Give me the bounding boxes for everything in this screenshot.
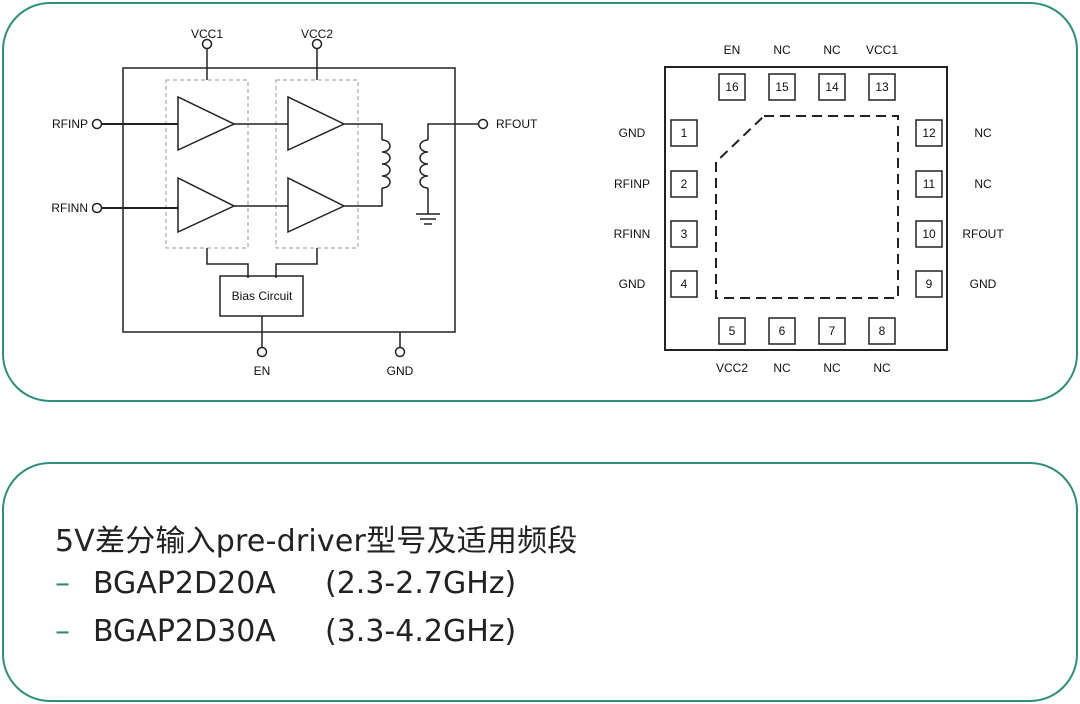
en-pin — [256, 346, 268, 358]
pin-name: NC — [974, 126, 992, 140]
pin-number: 13 — [875, 80, 889, 94]
rfinn-pin — [91, 202, 103, 214]
amp-2n — [287, 176, 346, 234]
pin-number: 14 — [825, 80, 839, 94]
pin-name: NC — [773, 361, 791, 375]
gnd-pin — [394, 346, 406, 358]
package-outline — [664, 66, 948, 351]
pin-name: RFINP — [614, 177, 650, 191]
pin-name: VCC2 — [716, 361, 748, 375]
pin-name: RFINN — [614, 227, 651, 241]
bias-label: Bias Circuit — [232, 289, 293, 303]
pin-name: RFOUT — [962, 227, 1004, 241]
bullet-dash: – — [55, 614, 70, 649]
pin-number: 9 — [926, 277, 933, 291]
pin-number: 11 — [923, 177, 936, 191]
model-name: BGAP2D20A — [93, 566, 276, 601]
pin-name: NC — [823, 43, 841, 57]
vcc1-pin — [201, 38, 213, 50]
amp-1n — [177, 176, 236, 234]
pin-name: NC — [873, 361, 891, 375]
vcc2-pin — [311, 38, 323, 50]
pin-pad — [915, 270, 943, 298]
pin-name: GND — [970, 277, 997, 291]
pin-number: 16 — [725, 80, 739, 94]
amp-2p — [287, 95, 346, 152]
pin-name: GND — [619, 126, 646, 140]
model-band: (3.3-4.2GHz) — [325, 614, 517, 649]
pin-name: GND — [619, 277, 646, 291]
block-diagram: VCC1 VCC2 RFINP RFINN RFOUT Bias Circuit… — [51, 27, 1005, 378]
pin-pad — [670, 119, 698, 147]
pin-pad — [768, 73, 796, 101]
pin-name: NC — [823, 361, 841, 375]
pin-number: 1 — [681, 126, 688, 140]
pin-pad — [868, 73, 896, 101]
bullet-dash: – — [55, 566, 70, 601]
vcc2-label: VCC2 — [301, 27, 333, 41]
pin-pad — [670, 220, 698, 248]
rfout-label: RFOUT — [496, 117, 538, 131]
pin-pad — [818, 317, 846, 345]
rfinn-label: RFINN — [51, 201, 88, 215]
pin-pad — [768, 317, 796, 345]
pin-pad — [915, 119, 943, 147]
pin-number: 3 — [681, 227, 688, 241]
pin-number: 7 — [829, 324, 836, 338]
pin-pad — [868, 317, 896, 345]
pin-pad — [718, 73, 746, 101]
pin-number: 8 — [879, 324, 886, 338]
rfinp-label: RFINP — [52, 117, 88, 131]
en-label: EN — [254, 364, 271, 378]
secondary-coil — [419, 139, 429, 189]
gnd-label: GND — [387, 364, 414, 378]
pin-pad — [670, 170, 698, 198]
model-band: (2.3-2.7GHz) — [325, 566, 517, 601]
exposed-pad — [715, 115, 899, 299]
pin-number: 5 — [729, 324, 736, 338]
pin-number: 12 — [922, 126, 936, 140]
pin-pad — [818, 73, 846, 101]
rfinp-pin — [91, 118, 103, 130]
pin-pad — [718, 317, 746, 345]
pin-name: NC — [773, 43, 791, 57]
info-panel — [2, 462, 1078, 702]
pin-pad — [915, 220, 943, 248]
pin-name: NC — [974, 177, 992, 191]
pin-number: 2 — [681, 177, 688, 191]
model-row: –BGAP2D30A (3.3-4.2GHz) — [55, 614, 516, 649]
model-row: –BGAP2D20A (2.3-2.7GHz) — [55, 566, 516, 601]
primary-coil — [381, 139, 391, 189]
rfout-pin — [477, 118, 489, 130]
package-pins: 16EN15NC14NC13VCC15VCC26NC7NC8NC1GND2RFI… — [614, 43, 1005, 375]
pin-number: 6 — [779, 324, 786, 338]
pin-number: 10 — [922, 227, 936, 241]
pin-number: 15 — [775, 80, 789, 94]
info-heading: 5V差分输入pre-driver型号及适用频段 — [55, 524, 578, 559]
pin-pad — [670, 270, 698, 298]
vcc1-label: VCC1 — [191, 27, 223, 41]
chip-outline — [122, 67, 456, 333]
pin-name: EN — [724, 43, 741, 57]
amp-1p — [177, 95, 236, 152]
model-name: BGAP2D30A — [93, 614, 276, 649]
pin-number: 4 — [681, 277, 688, 291]
pin-name: VCC1 — [866, 43, 898, 57]
pin-pad — [915, 170, 943, 198]
